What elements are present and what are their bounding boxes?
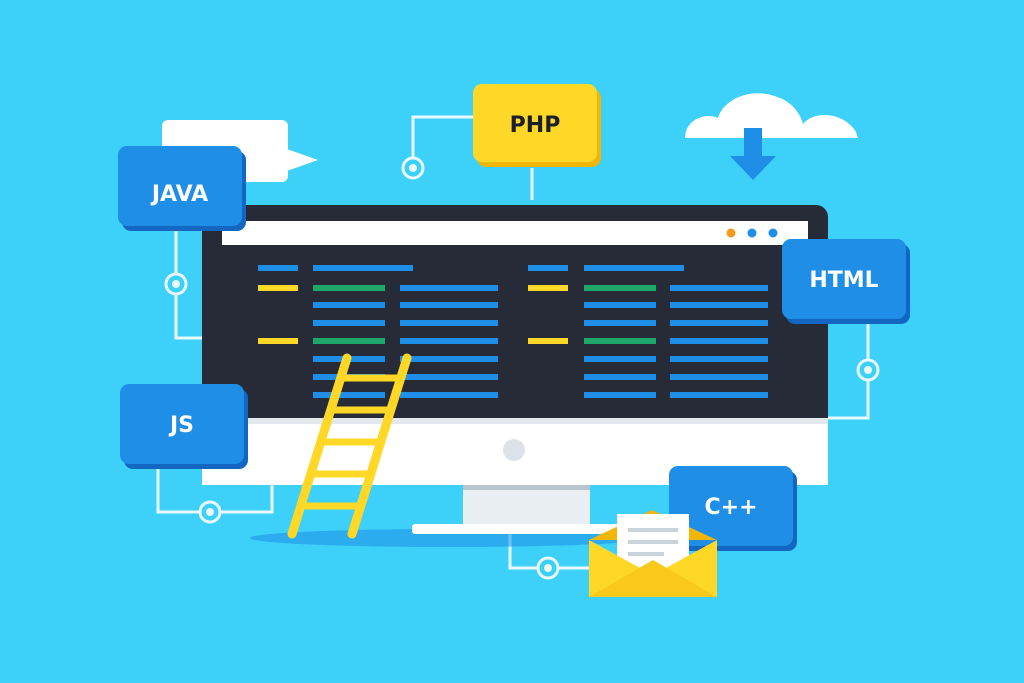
browser-window [222, 221, 808, 411]
code-line [400, 285, 498, 291]
window-dot-blue-2 [768, 228, 778, 238]
code-line [528, 338, 568, 344]
code-line [258, 338, 298, 344]
window-dot-blue-1 [747, 228, 757, 238]
code-line [670, 285, 768, 291]
code-line [670, 356, 768, 362]
code-line [670, 392, 768, 398]
tile-html-label: HTML [809, 268, 878, 293]
tile-html: HTML [782, 239, 910, 324]
tile-cpp-label: C++ [704, 495, 757, 520]
code-line [400, 302, 498, 308]
code-line [528, 285, 568, 291]
code-line [313, 320, 385, 326]
code-line [313, 302, 385, 308]
code-line [584, 320, 656, 326]
code-line [313, 338, 385, 344]
code-line [670, 302, 768, 308]
code-line [258, 265, 298, 271]
ladder-icon [287, 353, 412, 539]
code-line [400, 356, 498, 362]
code-line [584, 392, 656, 398]
monitor-power-button [503, 439, 525, 461]
window-dot-orange [726, 228, 736, 238]
monitor-stand [412, 482, 642, 534]
code-line [400, 374, 498, 380]
tile-js-label: JS [168, 413, 194, 438]
code-line [584, 338, 656, 344]
code-line [670, 338, 768, 344]
connector-nodes [164, 156, 880, 580]
code-line [258, 285, 298, 291]
envelope-icon [589, 510, 717, 597]
tile-java: JAVA [118, 146, 246, 231]
tile-php-label: PHP [510, 113, 561, 138]
code-line [584, 302, 656, 308]
code-line [584, 356, 656, 362]
code-line [528, 265, 568, 271]
code-line [400, 320, 498, 326]
code-line [584, 374, 656, 380]
tile-js: JS [120, 384, 248, 469]
code-line [313, 265, 413, 271]
code-line [670, 320, 768, 326]
code-line [313, 392, 385, 398]
browser-title-bar [222, 221, 808, 245]
code-line [670, 374, 768, 380]
tile-php: PHP [473, 84, 601, 167]
code-line [400, 392, 498, 398]
tile-cpp: C++ [669, 466, 797, 551]
code-line [584, 265, 684, 271]
tile-java-label: JAVA [150, 182, 208, 207]
code-line [313, 285, 385, 291]
code-line [584, 285, 656, 291]
cloud-download-icon [685, 93, 858, 180]
code-line [400, 338, 498, 344]
